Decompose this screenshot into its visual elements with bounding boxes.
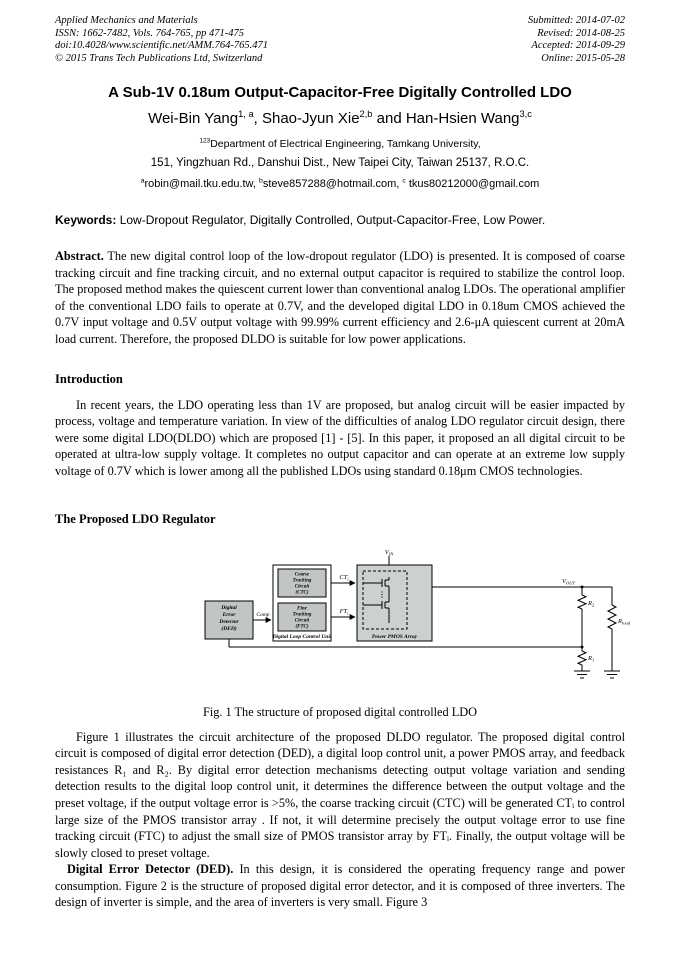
author-1: Wei-Bin Yang [148, 110, 239, 127]
ded-paragraph: Digital Error Detector (DED). In this de… [55, 861, 625, 911]
date-submitted: Submitted: 2014-07-02 [527, 15, 625, 26]
paper-page: Applied Mechanics and Materials ISSN: 16… [55, 15, 631, 911]
affiliation-line2: 151, Yingzhuan Rd., Danshui Dist., New T… [150, 157, 530, 169]
email-line: arobin@mail.tku.edu.tw, bsteve857288@hot… [55, 177, 625, 190]
journal-header-left: Applied Mechanics and Materials ISSN: 16… [55, 15, 268, 65]
author-1-sup: 1, a [238, 109, 254, 119]
email-c-sup: c [402, 177, 406, 185]
r1-resistor [576, 650, 588, 665]
author-line: Wei-Bin Yang1, a, Shao-Jyun Xie2,b and H… [55, 109, 625, 127]
section-heading-introduction: Introduction [55, 371, 123, 386]
keywords-label: Keywords: [55, 213, 117, 227]
date-accepted: Accepted: 2014-09-29 [531, 40, 625, 51]
ground-symbol [604, 670, 620, 679]
figure-1-diagram: VIN Digital Error Detector (DED) Comp Co… [204, 549, 631, 679]
date-revised: Revised: 2014-08-25 [537, 27, 625, 39]
keywords-text: Low-Dropout Regulator, Digitally Control… [116, 213, 546, 227]
email-b: steve857288@hotmail.com, [262, 178, 403, 190]
journal-doi: doi:10.4028/www.scientific.net/AMM.764-7… [55, 40, 268, 51]
r2-label: R2 [587, 600, 595, 608]
vin-label: VIN [385, 549, 394, 557]
date-online: Online: 2015-05-28 [541, 52, 625, 64]
ftc-line4: (FTC) [295, 624, 308, 629]
vout-label: VOUT [562, 578, 575, 586]
rload-label: Rload [617, 618, 631, 626]
ft-label: FTi [339, 608, 350, 616]
journal-copyright: © 2015 Trans Tech Publications Ltd, Swit… [55, 52, 263, 64]
abstract-paragraph: Abstract. The new digital control loop o… [55, 248, 625, 348]
abstract-text: The new digital control loop of the low-… [55, 249, 625, 346]
paper-title: A Sub-1V 0.18um Output-Capacitor-Free Di… [108, 84, 572, 101]
ctc-box [277, 568, 327, 598]
ded-paragraph-label: Digital Error Detector (DED). [67, 862, 234, 877]
ctc-line1: Coarse [295, 572, 310, 577]
dlcu-label: Digital Loop Control Unit [272, 634, 332, 640]
pmos-label: Power PMOS Array [372, 634, 418, 640]
author-2-sup: 2,b [359, 109, 373, 119]
ftc-line3: Circuit [295, 618, 310, 623]
email-c: tkus80212000@gmail.com [405, 178, 540, 190]
email-b-sup: b [259, 177, 263, 185]
ground-symbol [574, 670, 590, 679]
affiliation-line1: 123Department of Electrical Engineering,… [55, 138, 625, 150]
author-3-sup: 3,c [519, 109, 532, 119]
email-a-sup: a [140, 177, 145, 185]
ded-line3: Detector [218, 619, 239, 625]
ded-line2: Error [222, 612, 237, 618]
pmos-inner-dashed-box [362, 570, 408, 630]
introduction-paragraph: In recent years, the LDO operating less … [55, 397, 625, 478]
ded-paragraph-text: In this design, it is considered the ope… [55, 862, 625, 910]
affiliation-text1: Department of Electrical Engineering, Ta… [210, 138, 481, 150]
email-a: robin@mail.tku.edu.tw, [144, 178, 260, 190]
figure-1-caption: Fig. 1 The structure of proposed digital… [202, 704, 477, 719]
ctc-line2: Tracking [293, 578, 312, 583]
ftc-line1: Fine [297, 606, 308, 611]
ellipsis-dot [381, 590, 383, 593]
rload-resistor [606, 604, 618, 629]
ded-line4: (DED) [221, 625, 236, 632]
journal-header-right: Submitted: 2014-07-02 Revised: 2014-08-2… [528, 15, 625, 65]
r1-label: R1 [587, 655, 594, 663]
ctc-line3: Circuit [295, 584, 310, 589]
ctc-line4: (CTC) [295, 590, 308, 595]
journal-name: Applied Mechanics and Materials [55, 15, 198, 26]
ellipsis-dot [381, 595, 383, 598]
pmos-box [356, 564, 433, 642]
ftc-line2: Tracking [293, 612, 312, 617]
comp-label: Comp [256, 612, 269, 618]
author-3: and Han-Hsien Wang [372, 110, 520, 127]
author-2: , Shao-Jyun Xie [253, 110, 360, 127]
r2-resistor [576, 594, 588, 609]
journal-issn: ISSN: 1662-7482, Vols. 764-765, pp 471-4… [55, 27, 244, 39]
figure-discussion-paragraph: Figure 1 illustrates the circuit archite… [55, 729, 625, 860]
journal-header: Applied Mechanics and Materials ISSN: 16… [55, 15, 625, 65]
ftc-box [277, 602, 327, 632]
figure-1: VIN Digital Error Detector (DED) Comp Co… [197, 545, 631, 700]
pmos-transistor-symbol [376, 598, 390, 611]
keywords-line: Keywords: Low-Dropout Regulator, Digital… [55, 213, 625, 227]
pmos-transistor-symbol [376, 576, 390, 589]
abstract-label: Abstract. [55, 249, 104, 263]
ded-line1: Digital [220, 605, 237, 611]
section-heading-proposed-ldo: The Proposed LDO Regulator [55, 511, 216, 526]
ellipsis-dot [381, 593, 383, 595]
ct-label: CTi [339, 574, 349, 582]
affiliation-sup: 123 [199, 137, 211, 145]
